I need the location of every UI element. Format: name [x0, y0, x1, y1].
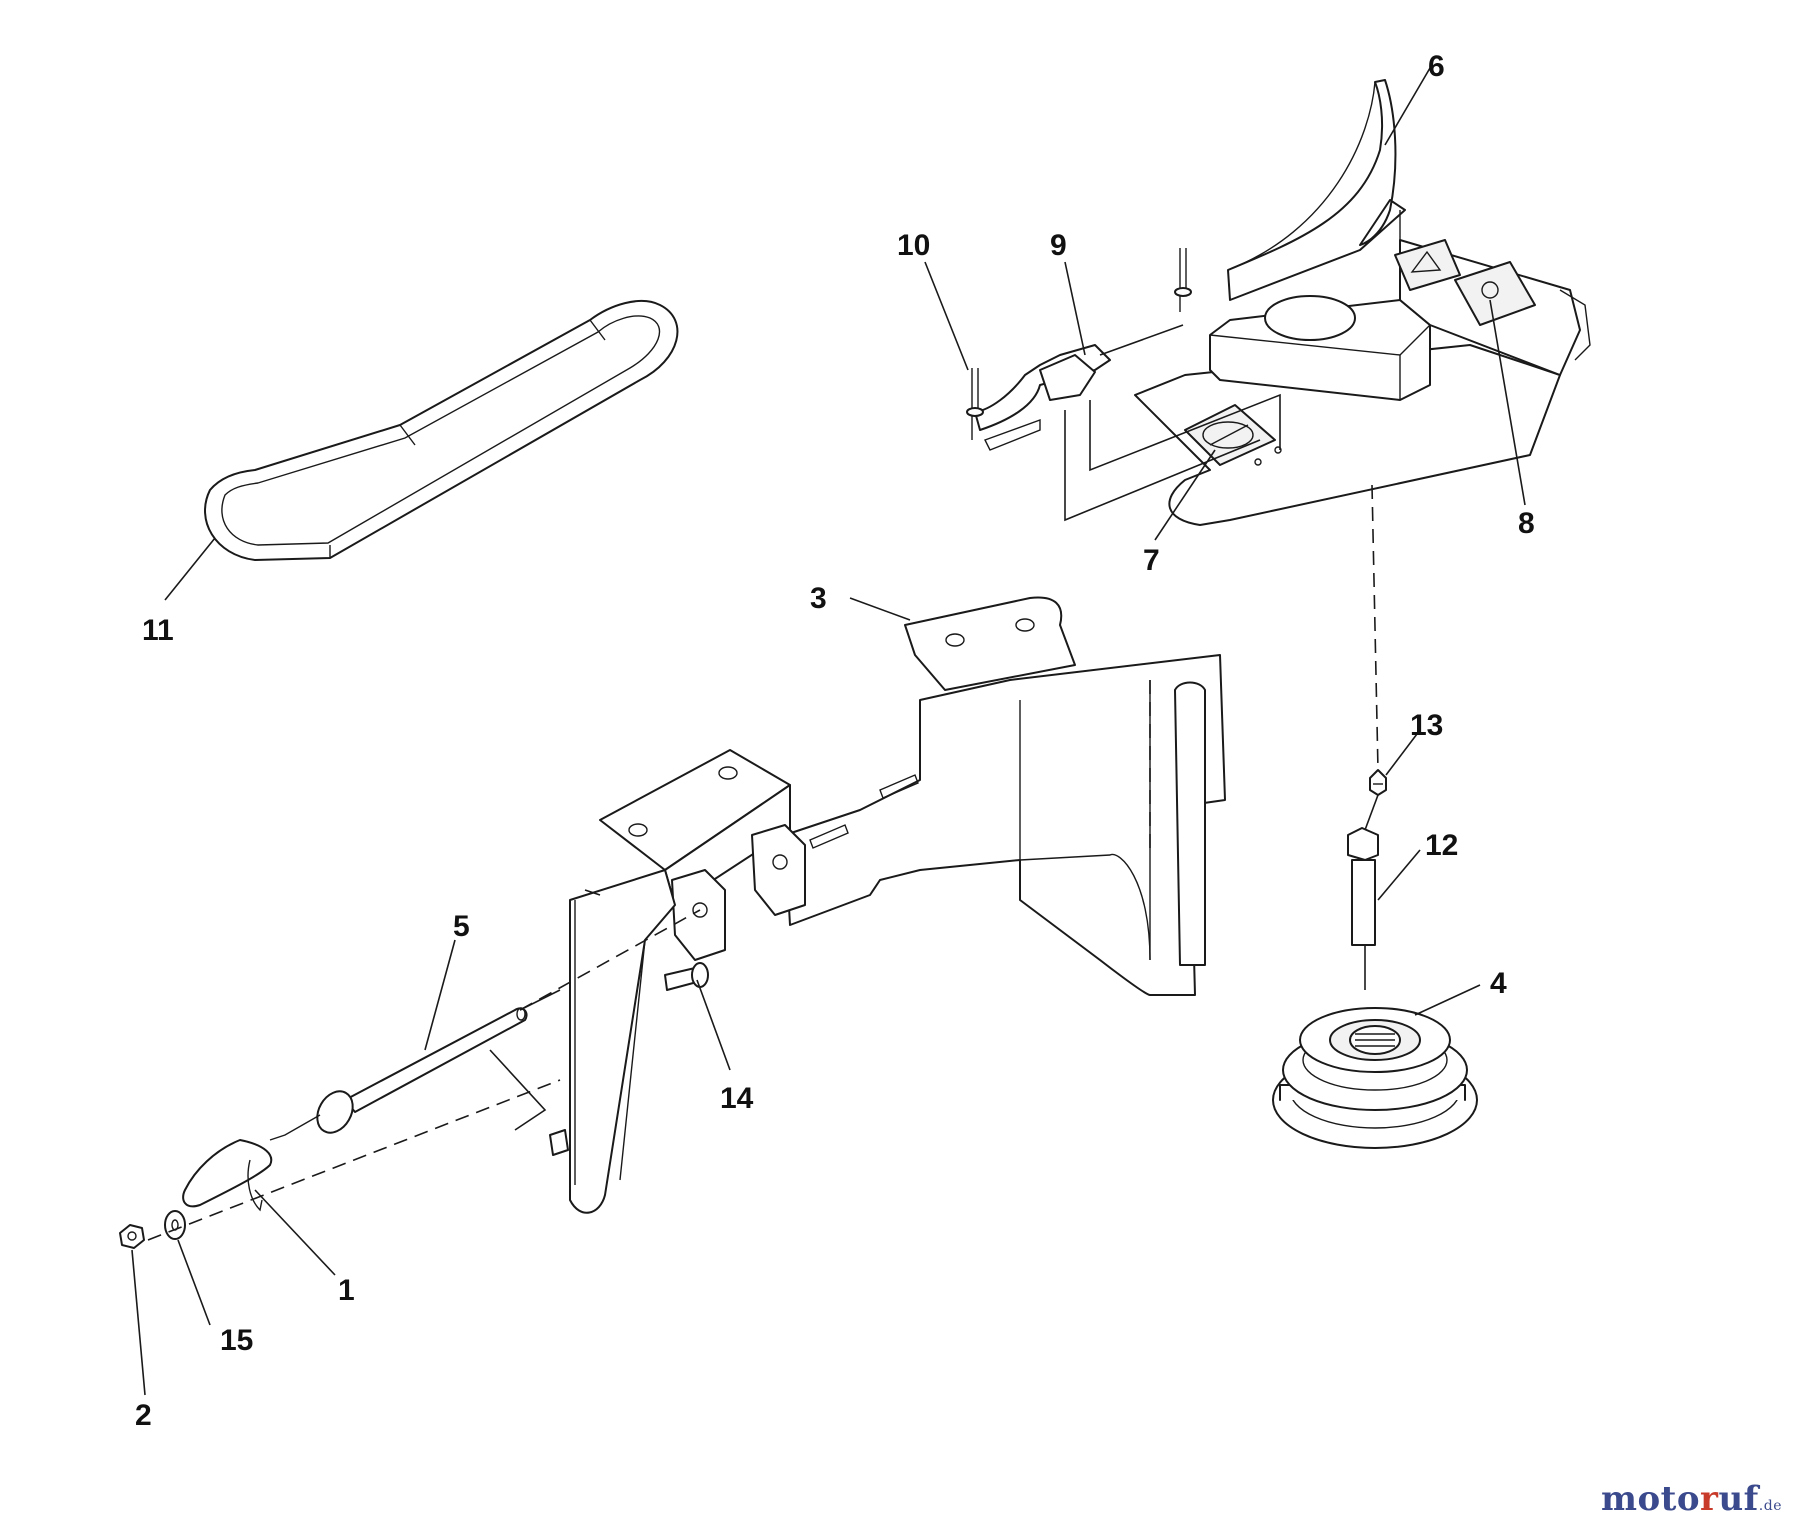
part-4-pulley [1272, 1007, 1478, 1149]
watermark-part1: moto [1600, 1479, 1701, 1519]
part-11-belt [204, 300, 679, 561]
leader-12 [1377, 849, 1421, 901]
leader-7 [1154, 449, 1216, 541]
leader-1 [254, 1189, 336, 1276]
leader-8 [1489, 299, 1526, 506]
callout-leaders [131, 67, 1526, 1396]
part-9-latch [974, 344, 1111, 451]
part-13-fitting [1369, 769, 1387, 796]
part-14-bolt [664, 962, 709, 991]
callout-3: 3 [810, 582, 827, 615]
watermark-part3: uf [1718, 1479, 1759, 1519]
callout-13: 13 [1410, 709, 1443, 742]
callout-9: 9 [1050, 229, 1067, 262]
part-10-rivet-right [1174, 248, 1192, 312]
watermark-tld: .de [1758, 1498, 1782, 1514]
leader-11 [164, 537, 216, 601]
leader-4 [1414, 984, 1481, 1016]
leader-3 [849, 597, 911, 621]
callout-14: 14 [720, 1082, 754, 1115]
callout-15: 15 [220, 1324, 253, 1357]
callout-5: 5 [453, 910, 470, 943]
callout-12: 12 [1425, 829, 1458, 862]
leader-13 [1385, 729, 1421, 776]
leader-6 [1384, 67, 1431, 146]
leader-15 [177, 1239, 211, 1326]
callout-labels: 1 2 3 4 5 6 7 8 9 10 11 12 13 14 15 [135, 50, 1535, 1432]
leader-14 [696, 979, 731, 1071]
callout-6: 6 [1428, 50, 1445, 83]
leader-10 [924, 261, 969, 371]
leader-9 [1064, 261, 1086, 356]
assembly-dashed-lines [147, 484, 1379, 1241]
watermark-logo: motoruf.de [1601, 1479, 1782, 1519]
callout-4: 4 [1490, 967, 1507, 1000]
callout-7: 7 [1143, 544, 1160, 577]
callout-10: 10 [897, 229, 930, 262]
part-15-washer [164, 1210, 186, 1240]
assembly-guides-top [1064, 324, 1281, 522]
part-12-shaft [1347, 827, 1379, 946]
callout-11: 11 [142, 614, 174, 647]
leader-2 [131, 1249, 146, 1396]
part-3-housing [549, 596, 1226, 1214]
callout-1: 1 [338, 1274, 355, 1307]
watermark-part2: r [1700, 1479, 1719, 1519]
part-5-pin [344, 1007, 528, 1113]
leader-5 [424, 939, 456, 1051]
part-6-top-cover [1134, 79, 1591, 526]
part-1-lanyard [182, 1090, 354, 1212]
part-10-rivet-left [966, 368, 984, 440]
part-2-nut [119, 1224, 145, 1249]
callout-2: 2 [135, 1399, 152, 1432]
callout-8: 8 [1518, 507, 1535, 540]
